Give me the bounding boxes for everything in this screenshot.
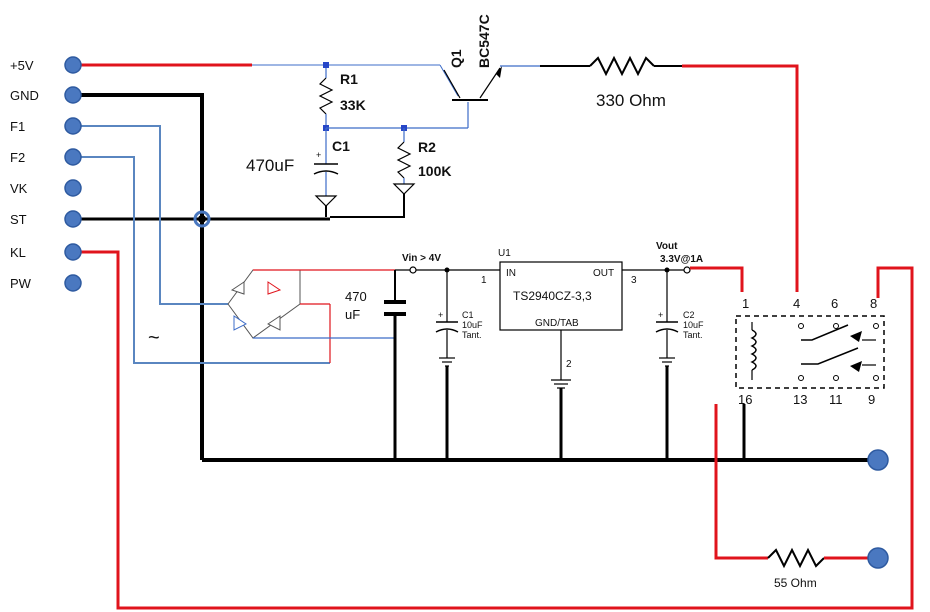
- cin-value-label: 10uF: [462, 320, 483, 330]
- c1-ref-label: C1: [332, 138, 350, 154]
- pin-label-gnd: GND: [10, 88, 39, 103]
- r2-value-label: 100K: [418, 163, 451, 179]
- wire-relay-pin1: [690, 266, 744, 292]
- r330-label: 330 Ohm: [596, 91, 666, 110]
- junction-dot: [198, 215, 206, 223]
- cout-value-label: 10uF: [683, 320, 704, 330]
- vout-test-point: [683, 266, 691, 274]
- wire-f1: [73, 125, 228, 305]
- r2-ref-label: R2: [418, 139, 436, 155]
- u1-in-label: IN: [506, 268, 516, 279]
- pin-label-5v: +5V: [10, 58, 34, 73]
- c1-electrolytic-capacitor: [313, 128, 339, 207]
- ac-symbol: ~: [148, 327, 160, 349]
- pin-label-pw: PW: [10, 276, 32, 291]
- bridge-cap-value-2: uF: [345, 307, 360, 322]
- pin-label-f1: F1: [10, 119, 25, 134]
- c1-plus-sign: +: [316, 150, 321, 160]
- cin-ref-label: C1: [462, 310, 474, 320]
- relay-pin-1: 1: [742, 296, 749, 311]
- r1-ref-label: R1: [340, 71, 358, 87]
- pin-label-f2: F2: [10, 150, 25, 165]
- u1-gnd-label: GND/TAB: [535, 318, 579, 329]
- pin-kl-terminal: [64, 243, 82, 261]
- q1-ref-label: Q1: [448, 49, 464, 68]
- u1-pin2-label: 2: [566, 359, 572, 370]
- q1-part-label: BC547C: [476, 14, 492, 68]
- vout-value-label: 3.3V@1A: [660, 254, 703, 265]
- relay: [735, 315, 885, 389]
- u1-regulator-body: [499, 261, 623, 331]
- output-signal-terminal: [867, 547, 889, 569]
- r330-resistor: [589, 55, 655, 77]
- pin-5v-terminal: [64, 56, 82, 74]
- wire-q1-collector: [439, 64, 459, 97]
- u1-part-label: TS2940CZ-3,3: [513, 289, 592, 303]
- cin-type-label: Tant.: [462, 330, 482, 340]
- bridge-rectifier: [227, 269, 395, 363]
- pin-f2-terminal: [64, 148, 82, 166]
- cout-type-label: Tant.: [683, 330, 703, 340]
- bridge-capacitor: [384, 270, 406, 460]
- u1-pin3-label: 3: [631, 275, 637, 286]
- pin-vk-terminal: [64, 179, 82, 197]
- output-gnd-terminal: [867, 449, 889, 471]
- r55-label: 55 Ohm: [774, 576, 817, 590]
- r2-resistor: [392, 125, 416, 195]
- relay-pin-11: 11: [829, 392, 843, 407]
- bridge-cap-value-1: 470: [345, 289, 367, 304]
- u1-ref-label: U1: [498, 248, 511, 259]
- relay-pin-8: 8: [870, 296, 877, 311]
- wire-kl: [73, 250, 914, 610]
- c1-value-label: 470uF: [246, 156, 294, 175]
- cout-plus-sign: +: [658, 310, 663, 320]
- pin-f1-terminal: [64, 117, 82, 135]
- wire-relay-pin13: [714, 404, 768, 560]
- relay-pin-13: 13: [793, 392, 807, 407]
- pin-label-st: ST: [10, 212, 27, 227]
- relay-pin-4: 4: [793, 296, 800, 311]
- q1-transistor: [443, 65, 540, 101]
- cout-ref-label: C2: [683, 310, 695, 320]
- wire-gnd: [73, 93, 204, 460]
- r1-value-label: 33K: [340, 97, 366, 113]
- wire-f2: [73, 156, 330, 364]
- junction-st-gnd: [193, 210, 211, 228]
- cout-capacitor: [655, 270, 679, 367]
- relay-pin-6: 6: [831, 296, 838, 311]
- vin-label: Vin > 4V: [402, 253, 441, 264]
- relay-pin-16: 16: [738, 392, 752, 407]
- u1-pin1-label: 1: [481, 275, 487, 286]
- cin-plus-sign: +: [438, 310, 443, 320]
- relay-pin-9: 9: [868, 392, 875, 407]
- pin-pw-terminal: [64, 274, 82, 292]
- r1-resistor: [318, 62, 334, 131]
- pin-st-terminal: [64, 210, 82, 228]
- vout-label: Vout: [656, 241, 678, 252]
- pin-label-kl: KL: [10, 245, 26, 260]
- pin-label-vk: VK: [10, 181, 28, 196]
- wire-relay-pin4: [682, 64, 799, 292]
- u1-out-label: OUT: [593, 268, 614, 279]
- r55-resistor: [767, 547, 825, 569]
- pin-gnd-terminal: [64, 86, 82, 104]
- vin-test-point: [409, 266, 417, 274]
